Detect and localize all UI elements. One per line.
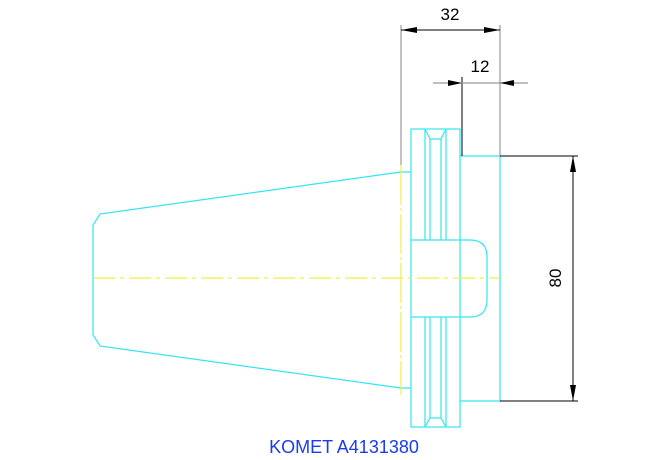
centerlines bbox=[93, 165, 500, 395]
drive-slot bbox=[411, 239, 488, 318]
dimension-12-label: 12 bbox=[471, 57, 490, 76]
taper-shank bbox=[92, 171, 402, 389]
drawing-title: KOMET A4131380 bbox=[269, 437, 419, 457]
dimension-32: 32 bbox=[400, 5, 501, 165]
dimension-12: 12 bbox=[433, 57, 528, 156]
dimension-32-label: 32 bbox=[441, 5, 460, 24]
flange bbox=[401, 128, 461, 428]
dimension-80-label: 80 bbox=[546, 269, 565, 288]
dimension-80: 80 bbox=[500, 155, 578, 402]
